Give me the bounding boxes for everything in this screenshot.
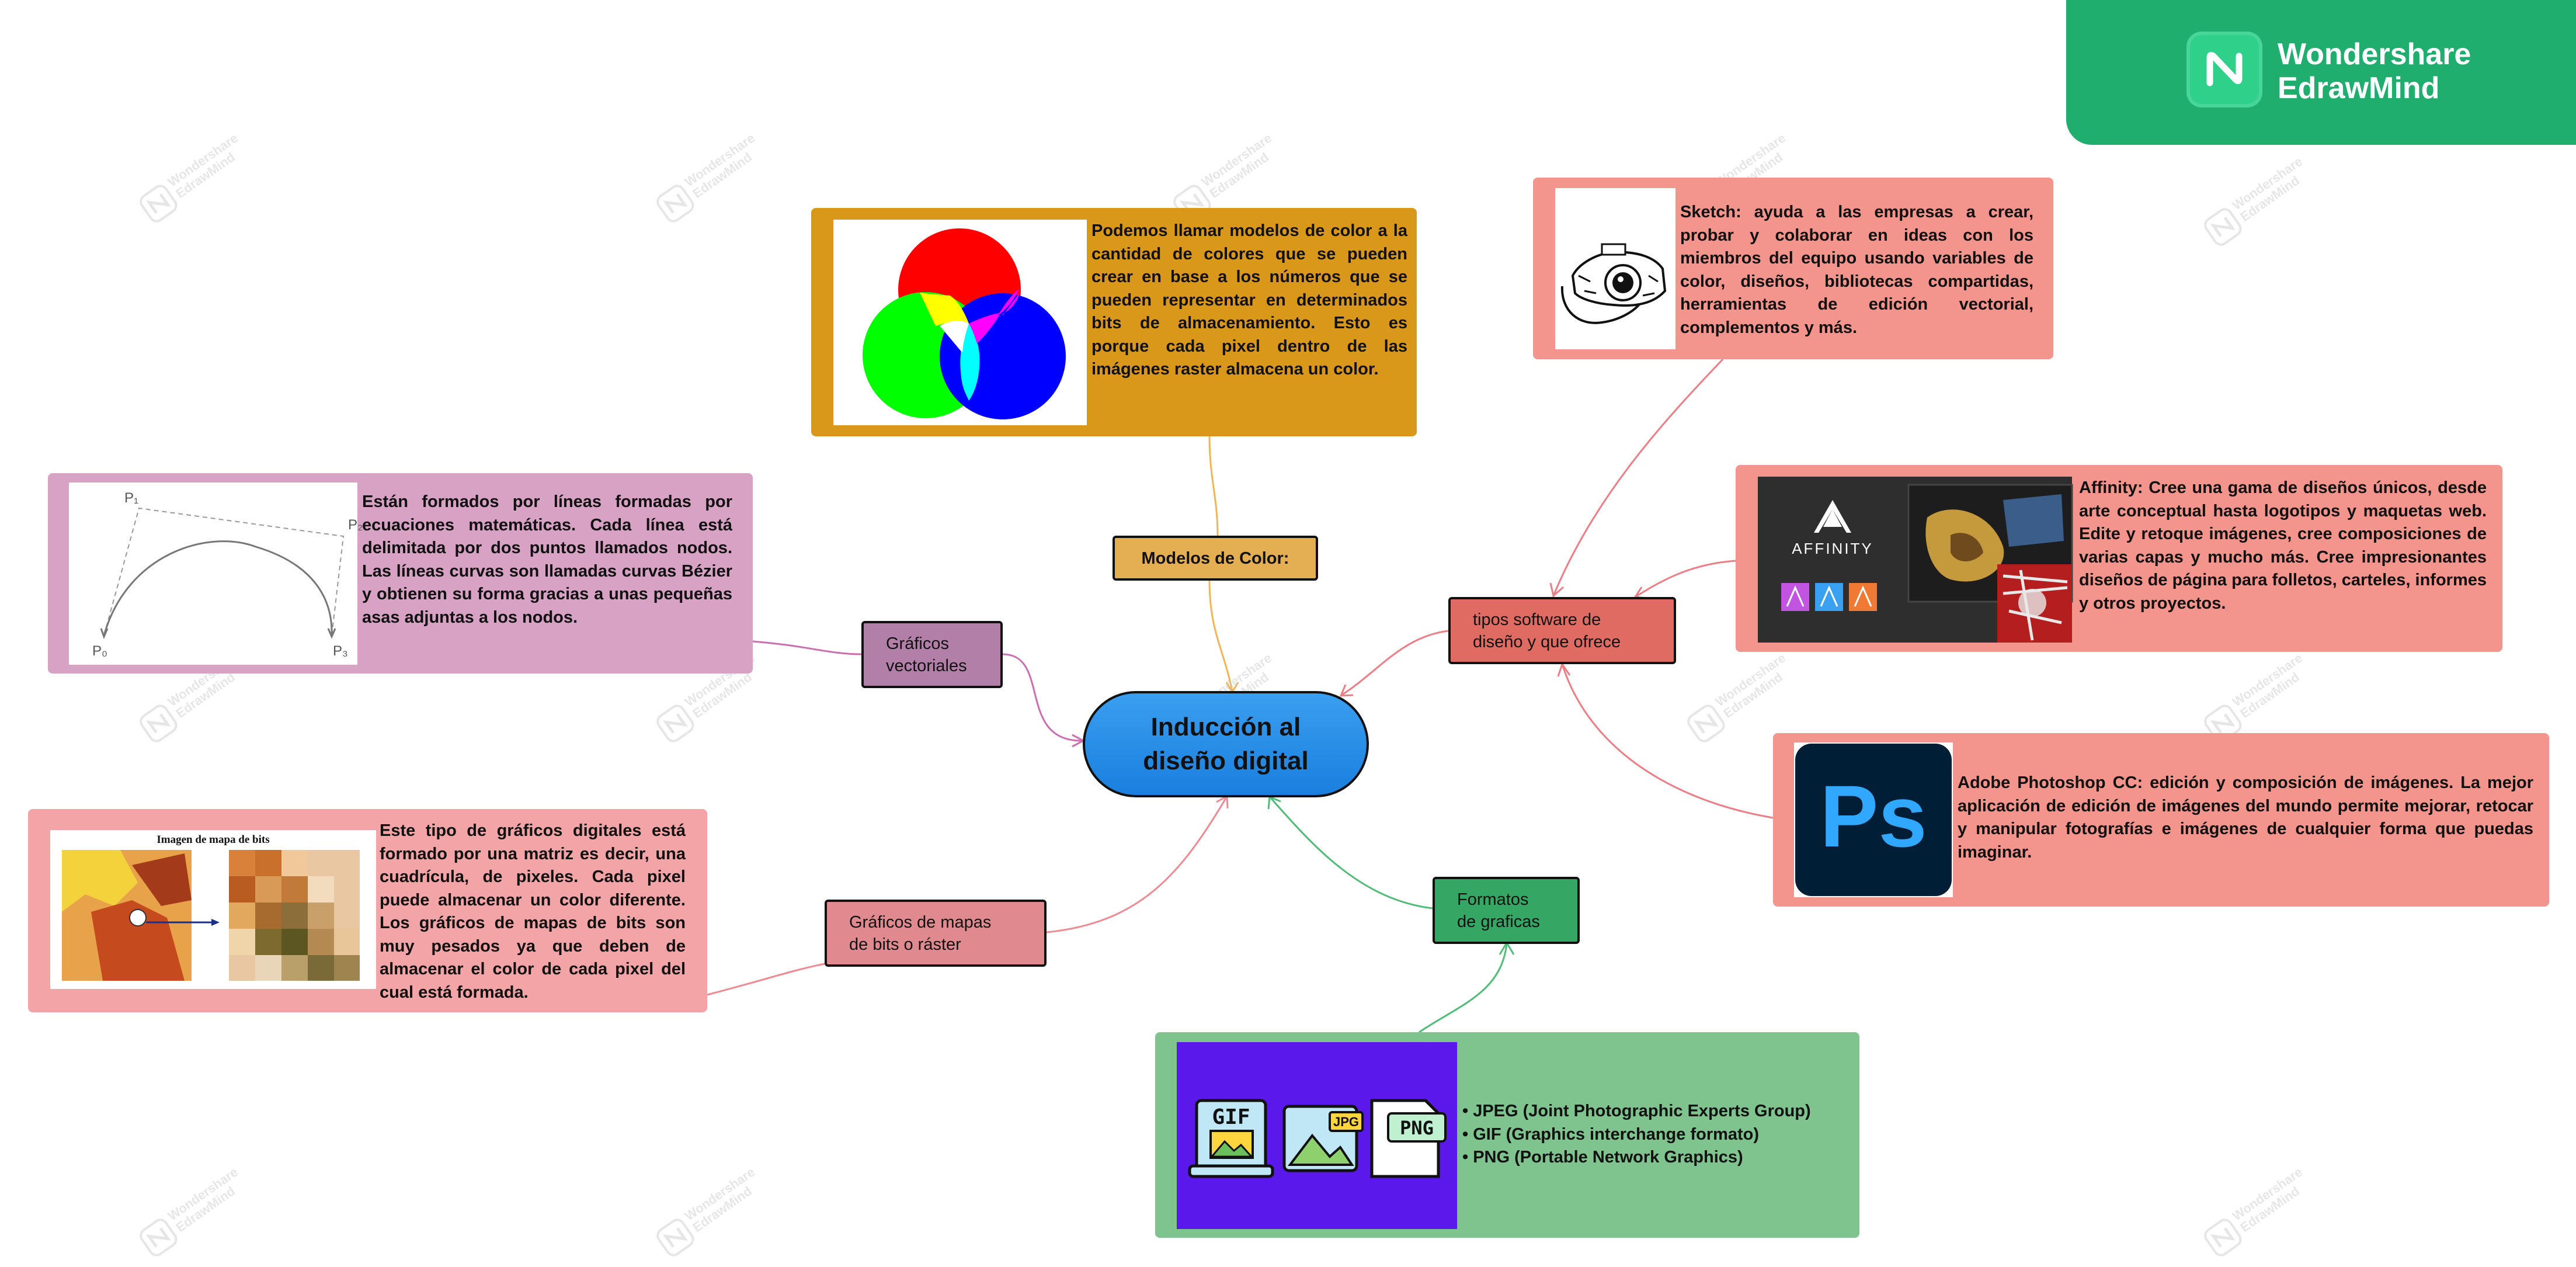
connector-vect-central bbox=[1002, 653, 1083, 742]
affinity-image: AFFINITY bbox=[1758, 477, 2073, 643]
edrawmind-logo-icon bbox=[140, 704, 178, 742]
format-item-png: • PNG (Portable Network Graphics) bbox=[1462, 1148, 1743, 1167]
edrawmind-logo-icon bbox=[656, 185, 694, 223]
gif-label: GIF bbox=[1212, 1105, 1250, 1129]
sketch-image bbox=[1555, 188, 1675, 349]
panel-formats[interactable]: GIF JPG PNG • JPEG (Joint Photograp bbox=[1155, 1032, 1859, 1238]
edrawmind-logo-icon bbox=[2204, 208, 2242, 246]
connector-rast-central bbox=[1046, 797, 1228, 933]
panel-vector-graphics[interactable]: P₁ P₂ P₀ P₃ Están formados por líneas fo… bbox=[48, 473, 753, 674]
panel-affinity[interactable]: AFFINITY Affinity: Cree una gama de dise… bbox=[1736, 465, 2502, 652]
rgb-venn-image bbox=[833, 220, 1087, 425]
vector-description: Están formados por líneas formadas por e… bbox=[362, 492, 732, 627]
panel-color-models[interactable]: Podemos llamar modelos de color a la can… bbox=[811, 208, 1417, 436]
photoshop-logo-text: Ps bbox=[1820, 767, 1927, 865]
point-label-p2: P₂ bbox=[348, 517, 363, 533]
connector-color-central bbox=[1208, 580, 1233, 692]
bezier-curve-image: P₁ P₂ P₀ P₃ bbox=[69, 482, 363, 665]
edrawmind-logo-icon bbox=[656, 1219, 694, 1256]
edrawmind-logo-icon bbox=[1687, 704, 1725, 742]
photoshop-description: Adobe Photoshop CC: edición y composició… bbox=[1958, 773, 2533, 862]
central-topic[interactable]: Inducción al diseño digital bbox=[1083, 691, 1369, 797]
camera-sketch-icon bbox=[1560, 243, 1667, 324]
affinity-description: Affinity: Cree una gama de diseños único… bbox=[2079, 478, 2487, 613]
connector-fmt-panel bbox=[1419, 943, 1508, 1033]
branch-color-models[interactable]: Modelos de Color: bbox=[1113, 536, 1318, 581]
bezier-curve-diagram: P₁ P₂ P₀ P₃ bbox=[92, 490, 363, 659]
edrawmind-logo-icon bbox=[140, 185, 178, 223]
format-item-jpeg: • JPEG (Joint Photographic Experts Group… bbox=[1462, 1102, 1811, 1120]
edrawmind-logo-icon bbox=[2204, 1219, 2242, 1256]
png-label: PNG bbox=[1400, 1117, 1434, 1139]
jpg-file-icon: JPG bbox=[1282, 1105, 1364, 1172]
png-file-icon: PNG bbox=[1370, 1099, 1447, 1178]
connector-affinity bbox=[1635, 560, 1736, 598]
connector-soft-central bbox=[1341, 630, 1449, 696]
point-label-p0: P₀ bbox=[92, 643, 107, 659]
bitmap-image: Imagen de mapa de bits bbox=[50, 830, 376, 989]
panel-raster-graphics[interactable]: Imagen de mapa de bits bbox=[28, 809, 707, 1012]
rgb-venn-diagram bbox=[863, 228, 1066, 419]
connector-color-panel bbox=[1208, 436, 1219, 536]
file-format-icons: GIF JPG PNG bbox=[1188, 1099, 1447, 1178]
edrawmind-logo-icon bbox=[656, 704, 694, 742]
gif-file-icon: GIF bbox=[1188, 1099, 1274, 1178]
color-models-description: Podemos llamar modelos de color a la can… bbox=[1091, 221, 1407, 379]
brand-badge: Wondershare EdrawMind bbox=[2066, 0, 2576, 145]
connector-fmt-central bbox=[1269, 797, 1433, 910]
photoshop-logo: Ps bbox=[1795, 744, 1952, 896]
pixel-grid bbox=[229, 850, 360, 981]
connector-photoshop bbox=[1561, 664, 1774, 819]
panel-sketch[interactable]: Sketch: ayuda a las empresas a crear, pr… bbox=[1533, 178, 2053, 359]
point-label-p1: P₁ bbox=[124, 490, 138, 506]
panel-photoshop[interactable]: Ps Adobe Photoshop CC: edición y composi… bbox=[1773, 733, 2549, 907]
bitmap-zoom-illustration: Imagen de mapa de bits bbox=[62, 834, 360, 981]
brand-name: Wondershare EdrawMind bbox=[2278, 37, 2471, 105]
affinity-logo-text: AFFINITY bbox=[1792, 540, 1873, 557]
connector-vect-panel bbox=[752, 640, 862, 655]
jpg-label: JPG bbox=[1333, 1115, 1359, 1129]
sketch-description: Sketch: ayuda a las empresas a crear, pr… bbox=[1680, 203, 2033, 337]
connector-sketch bbox=[1552, 358, 1724, 596]
format-item-gif: • GIF (Graphics interchange formato) bbox=[1462, 1124, 1760, 1144]
connector-rast-panel bbox=[707, 963, 825, 996]
point-label-p3: P₃ bbox=[333, 643, 348, 659]
photoshop-image: Ps bbox=[1794, 742, 1953, 897]
edrawmind-logo-icon bbox=[140, 1219, 178, 1256]
affinity-suite-banner: AFFINITY bbox=[1781, 484, 2073, 643]
formats-list: • JPEG (Joint Photographic Experts Group… bbox=[1462, 1100, 1854, 1169]
formats-image: GIF JPG PNG bbox=[1177, 1042, 1457, 1229]
raster-description: Este tipo de gráficos digitales está for… bbox=[380, 821, 686, 1002]
bitmap-caption: Imagen de mapa de bits bbox=[157, 834, 269, 846]
edrawmind-logo-icon bbox=[2186, 32, 2262, 107]
